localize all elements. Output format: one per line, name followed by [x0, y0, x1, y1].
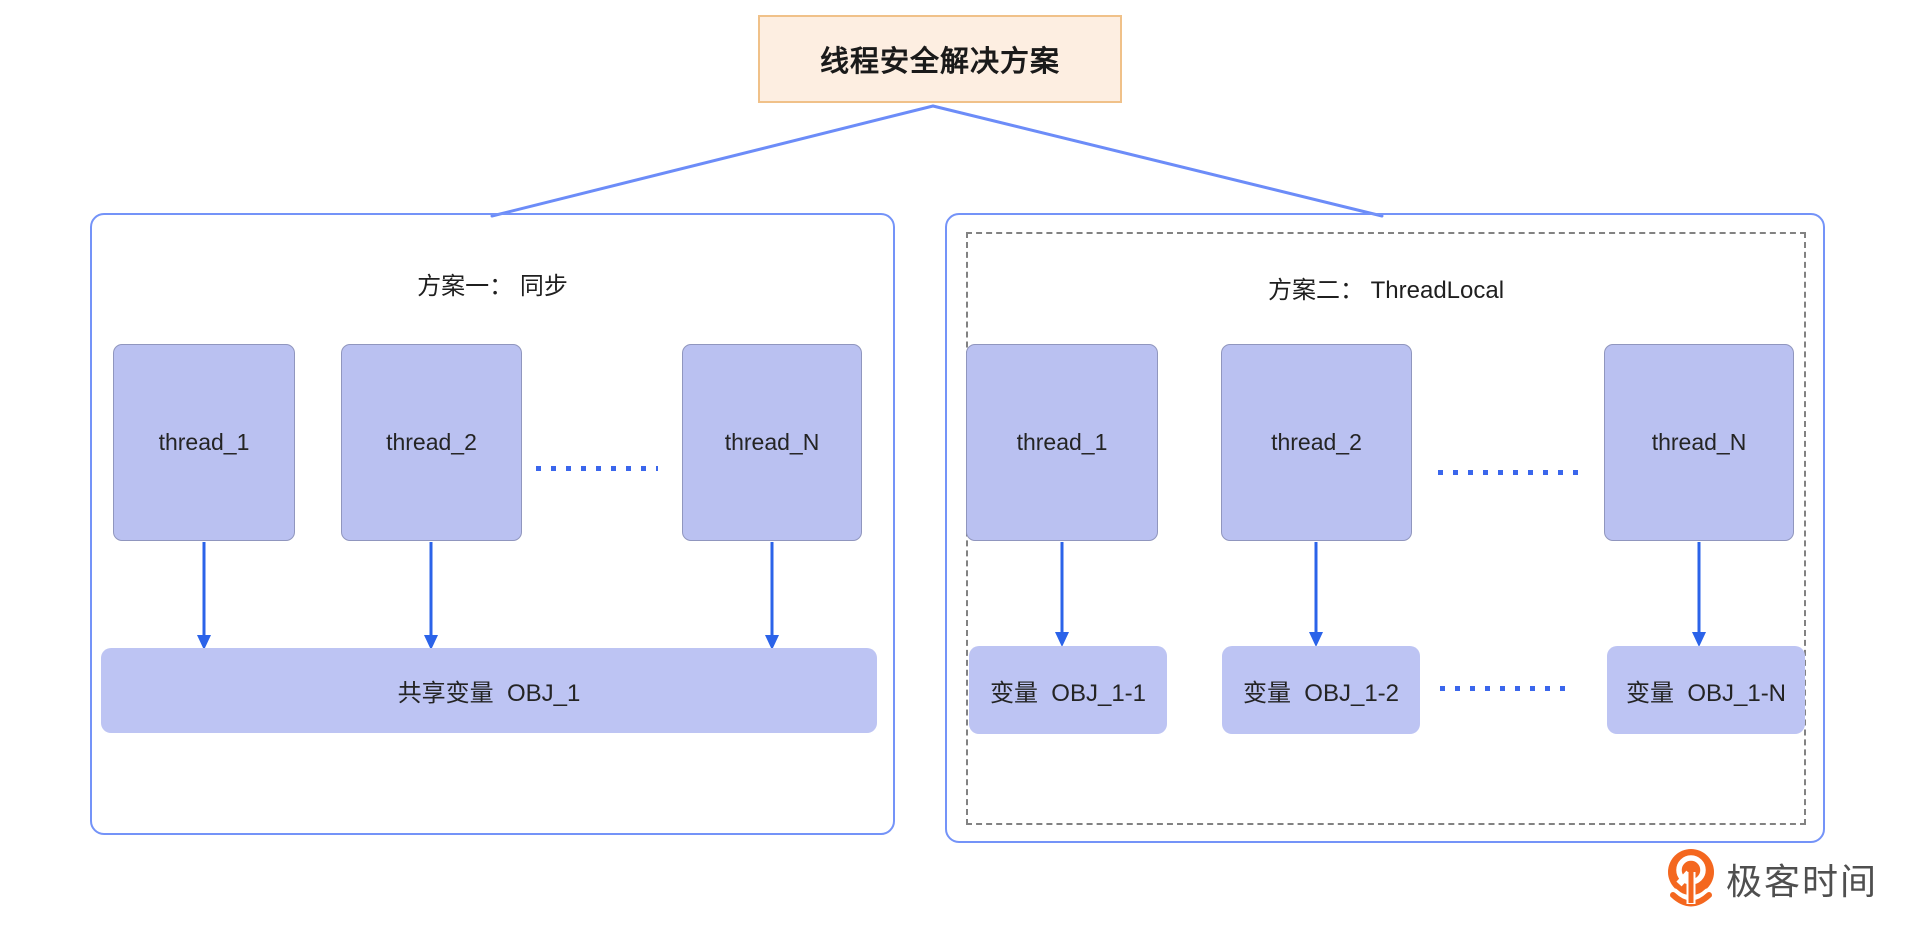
threadlocal-threads-ellipsis-dots: [1438, 470, 1578, 475]
sync-thread-1-node: thread_1: [113, 344, 295, 541]
geektime-logo-icon: [1668, 849, 1714, 907]
panel-sync-title: 方案一： 同步: [417, 273, 568, 300]
connector-title-to-right-panel: [931, 104, 1384, 218]
threadlocal-thread-n-node: thread_N: [1604, 344, 1794, 541]
sync-threads-ellipsis-dots: [536, 466, 658, 471]
variable-obj-1-n-box: 变量 OBJ_1-N: [1607, 646, 1805, 734]
panel-threadlocal-title: 方案二： ThreadLocal: [1267, 277, 1505, 304]
variables-ellipsis-dots: [1440, 686, 1572, 691]
shared-variable-bar: 共享变量 OBJ_1: [101, 648, 877, 733]
sync-thread-2-node: thread_2: [341, 344, 522, 541]
variable-obj-1-1-box: 变量 OBJ_1-1: [969, 646, 1167, 734]
brand-watermark: 极客时间: [1666, 846, 1878, 912]
panel-threadlocal: [945, 213, 1825, 843]
connector-title-to-left-panel: [490, 104, 935, 218]
diagram-title: 线程安全解决方案: [819, 46, 1060, 78]
title-box: 线程安全解决方案: [758, 15, 1122, 103]
brand-name: 极客时间: [1726, 861, 1879, 902]
variable-obj-1-2-box: 变量 OBJ_1-2: [1222, 646, 1420, 734]
threadlocal-thread-2-node: thread_2: [1221, 344, 1412, 541]
panel-sync: [90, 213, 895, 835]
threadlocal-thread-1-node: thread_1: [966, 344, 1158, 541]
sync-thread-n-node: thread_N: [682, 344, 862, 541]
